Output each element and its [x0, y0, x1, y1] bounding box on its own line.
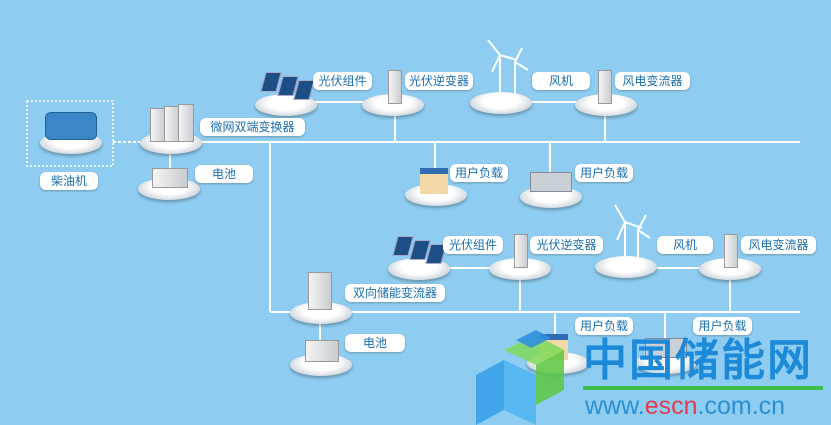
label-pv1: 光伏组件 — [313, 72, 372, 90]
label-windconv2: 风电变流器 — [741, 236, 816, 254]
label-load2: 用户负载 — [575, 164, 633, 182]
label-pv2: 光伏组件 — [443, 236, 503, 254]
label-load1: 用户负载 — [450, 164, 508, 182]
inverter-icon[interactable] — [388, 70, 402, 104]
label-converter: 微网双端变换器 — [200, 118, 305, 136]
battery-icon[interactable] — [152, 168, 188, 188]
watermark-divider — [583, 386, 823, 390]
label-load3: 用户负载 — [575, 317, 633, 335]
house-icon[interactable] — [420, 168, 448, 194]
battery-icon[interactable] — [305, 340, 339, 362]
platform — [290, 302, 352, 324]
label-inverter1: 光伏逆变器 — [405, 72, 473, 90]
watermark-url: www.escn.com.cn — [585, 392, 785, 420]
label-load4: 用户负载 — [693, 317, 752, 335]
platform — [489, 258, 551, 280]
watermark-cn: 中国储能网 — [583, 335, 813, 386]
label-pcs: 双向储能变流器 — [345, 284, 445, 302]
wind-converter-icon[interactable] — [598, 70, 612, 104]
diesel-dashed-box — [26, 100, 114, 167]
wind-converter-icon[interactable] — [724, 234, 738, 268]
platform — [470, 92, 532, 114]
label-diesel: 柴油机 — [40, 172, 98, 190]
inverter-icon[interactable] — [514, 234, 528, 268]
url-brand: escn — [644, 392, 698, 420]
label-windconv1: 风电变流器 — [615, 72, 690, 90]
label-wind1: 风机 — [532, 72, 590, 90]
url-prefix: www. — [585, 392, 645, 420]
label-battery2: 电池 — [345, 334, 405, 352]
label-inverter2: 光伏逆变器 — [530, 236, 603, 254]
factory-icon[interactable] — [530, 172, 572, 192]
label-battery1: 电池 — [195, 165, 253, 183]
platform — [575, 94, 637, 116]
diesel-generator-icon[interactable] — [45, 112, 97, 140]
platform — [595, 256, 657, 278]
platform — [362, 94, 424, 116]
watermark-logo-icon — [476, 330, 564, 425]
wind-turbine-icon — [614, 204, 651, 262]
factory-icon[interactable] — [645, 338, 687, 358]
pcs-cabinet-icon[interactable] — [308, 272, 332, 310]
url-suffix: .com.cn — [697, 392, 786, 420]
label-wind2: 风机 — [657, 236, 713, 254]
platform — [699, 258, 761, 280]
wind-turbine-icon — [487, 39, 529, 95]
cabinet-part — [178, 104, 194, 142]
